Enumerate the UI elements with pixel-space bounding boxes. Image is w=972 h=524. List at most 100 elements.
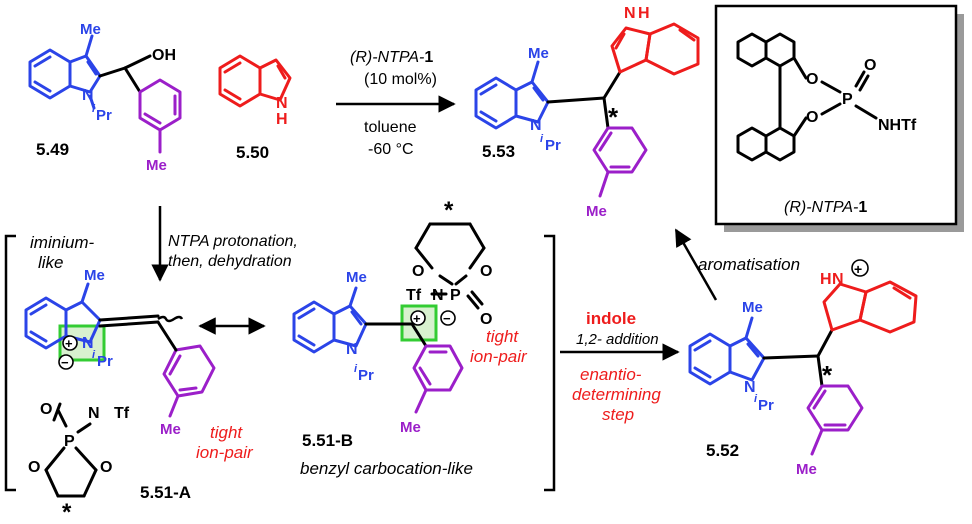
annotation-tight: tight <box>486 327 519 346</box>
atom-me: Me <box>346 269 367 286</box>
atom-ipr-pr: Pr <box>758 397 774 414</box>
atom-ipr-i: i <box>354 363 358 375</box>
bracket-right <box>544 234 556 492</box>
atom-me: Me <box>84 267 105 284</box>
down-arrow-line2: then, dehydration <box>168 253 292 270</box>
aromatisation-label: aromatisation <box>698 255 800 274</box>
atom-n: N <box>82 335 94 352</box>
atom-tf: Tf <box>114 405 130 422</box>
compound-5-49 <box>28 34 182 154</box>
atom-n: N <box>82 87 94 104</box>
compound-label-5-51-b: 5.51-B <box>302 431 353 450</box>
atom-p: P <box>842 91 853 108</box>
compound-5-50 <box>218 54 292 108</box>
atom-o: O <box>864 57 876 74</box>
compound-label-5-49: 5.49 <box>36 140 69 159</box>
catalyst-box <box>714 4 964 232</box>
catalyst-loading: (10 mol%) <box>364 71 437 88</box>
atom-o: O <box>412 263 424 280</box>
stereocenter-star: * <box>608 102 619 132</box>
atom-me: Me <box>528 45 549 62</box>
atom-n: N <box>88 405 100 422</box>
addition-reagent: indole <box>586 309 636 328</box>
annotation-like: like <box>38 253 64 272</box>
addition-step-line1: enantio- <box>580 365 642 384</box>
positive-charge-icon <box>851 259 869 277</box>
atom-nh: N <box>276 95 288 112</box>
atom-ipr-i: i <box>92 103 96 115</box>
atom-minus: − <box>61 355 69 370</box>
atom-ipr-i: i <box>92 349 96 361</box>
atom-ipr-pr: Pr <box>545 137 561 154</box>
reagent-label: (R)-NTPA-1 <box>350 49 433 66</box>
annotation-ion-pair: ion-pair <box>470 347 528 366</box>
stereocenter-star: * <box>822 360 833 390</box>
addition-step-line3: step <box>602 405 634 424</box>
temperature: -60 °C <box>368 141 414 158</box>
annotation-iminium: iminium- <box>30 233 95 252</box>
stereocenter-star: * <box>62 499 72 524</box>
atom-o: O <box>40 401 52 418</box>
atom-nh: N <box>832 271 844 288</box>
atom-nhtf: NHTf <box>878 117 917 134</box>
compound-5-52 <box>688 280 918 456</box>
atom-me: Me <box>400 419 421 436</box>
atom-me: Me <box>160 421 181 438</box>
compound-label-5-51-a: 5.51-A <box>140 483 191 502</box>
aromatisation-arrow <box>674 228 718 301</box>
atom-plus: + <box>413 311 421 326</box>
compound-label-5-53: 5.53 <box>482 142 515 161</box>
compound-5-53 <box>474 22 700 198</box>
negative-charge-icon <box>58 354 74 370</box>
atom-oh: OH <box>152 47 176 64</box>
annotation-ion-pair: ion-pair <box>196 443 254 462</box>
atom-me: Me <box>796 461 817 478</box>
atom-me: Me <box>146 157 167 174</box>
down-arrow-line1: NTPA protonation, <box>168 233 298 250</box>
reagent-prefix: (R)-NTPA- <box>350 49 424 66</box>
negative-charge-icon <box>440 310 456 326</box>
atom-o: O <box>806 109 818 126</box>
atom-o: O <box>480 311 492 328</box>
atom-o: O <box>28 459 40 476</box>
atom-nh: N <box>624 5 636 22</box>
atom-n: N <box>432 287 444 304</box>
atom-ipr-pr: Pr <box>96 107 112 124</box>
atom-h: H <box>276 111 288 128</box>
atom-ipr-i: i <box>754 393 758 405</box>
atom-ipr-i: i <box>540 133 544 145</box>
positive-charge-icon <box>62 335 78 351</box>
compound-label-5-50: 5.50 <box>236 143 269 162</box>
stereocenter-star: * <box>444 197 454 224</box>
atom-n: N <box>744 379 756 396</box>
atom-ipr-pr: Pr <box>97 353 113 370</box>
atom-o: O <box>100 459 112 476</box>
solvent: toluene <box>364 119 417 136</box>
compound-label-5-52: 5.52 <box>706 441 739 460</box>
atom-minus: − <box>443 311 451 326</box>
atom-plus: + <box>65 336 73 351</box>
atom-ipr-pr: Pr <box>358 367 374 384</box>
atom-me: Me <box>586 203 607 220</box>
reagent-number: 1 <box>424 49 433 66</box>
annotation-tight: tight <box>210 423 243 442</box>
atom-me: Me <box>80 21 101 38</box>
atom-h: H <box>638 5 650 22</box>
atom-me: Me <box>742 299 763 316</box>
positive-charge-icon <box>410 310 426 326</box>
atom-plus: + <box>854 261 862 277</box>
compound-5-51-a <box>24 282 216 498</box>
atom-o: O <box>480 263 492 280</box>
catalyst-label: (R)-NTPA-1 <box>784 199 867 216</box>
atom-o: O <box>806 71 818 88</box>
catalyst-prefix: (R)-NTPA- <box>784 199 858 216</box>
atom-h: H <box>820 271 832 288</box>
addition-mode: 1,2- addition <box>576 331 659 348</box>
atom-p: P <box>64 433 75 450</box>
atom-tf: Tf <box>406 287 422 304</box>
catalyst-number: 1 <box>858 199 867 216</box>
addition-step-line2: determining <box>572 385 661 404</box>
atom-n: N <box>346 341 358 358</box>
atom-n: N <box>530 117 542 134</box>
